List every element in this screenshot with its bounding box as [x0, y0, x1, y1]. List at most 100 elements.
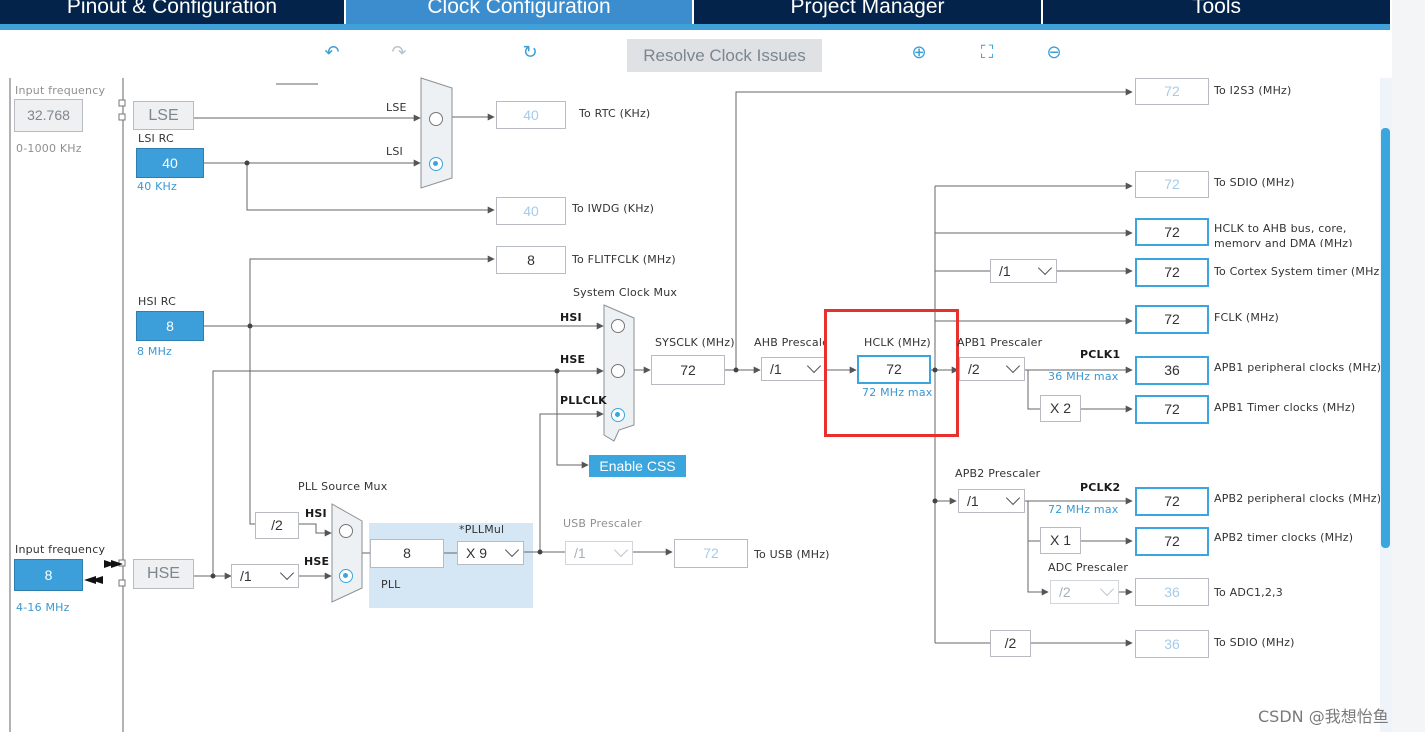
lse-box: LSE	[133, 101, 194, 130]
apb1-prescaler-label: APB1 Prescaler	[957, 336, 1043, 349]
hse-prediv-value: /1	[240, 568, 252, 584]
apb1-timer-output: 72	[1135, 395, 1209, 424]
rtc-output: 40	[496, 101, 566, 129]
sysclk-mux-hsi-radio[interactable]	[611, 319, 625, 333]
undo-icon[interactable]: ↶	[324, 42, 340, 63]
fclk-output-label: FCLK (MHz)	[1214, 311, 1279, 324]
hclk-ahb-output-label: HCLK to AHB bus, core, memory and DMA (M…	[1214, 222, 1353, 247]
chevron-down-icon	[1005, 358, 1021, 374]
pll-src-hse-label: HSE	[304, 555, 330, 568]
scrollbar-thumb[interactable]	[1381, 128, 1390, 548]
tab-project-manager[interactable]: Project Manager	[790, 0, 945, 18]
pllmul-select[interactable]: X 9	[457, 541, 524, 565]
sysclk-mux-hse-radio[interactable]	[611, 364, 625, 378]
i2s3-output-label: To I2S3 (MHz)	[1214, 84, 1292, 97]
flitf-output: 8	[496, 246, 566, 274]
hse-input-frequency[interactable]: 8	[14, 559, 83, 591]
pll-src-hsi-radio[interactable]	[339, 524, 353, 538]
adc-output: 36	[1135, 578, 1209, 606]
cortex-output: 72	[1135, 258, 1209, 287]
pll-hsi-div: /2	[255, 512, 299, 539]
adc-prescaler-select[interactable]: /2	[1050, 580, 1119, 604]
chevron-down-icon	[613, 542, 629, 558]
tab-divider	[692, 0, 694, 24]
fclk-output: 72	[1135, 305, 1209, 334]
hclk-label: HCLK (MHz)	[864, 336, 931, 349]
pll-src-hse-radio[interactable]	[339, 569, 353, 583]
fit-screen-icon[interactable]: ⛶	[980, 42, 994, 63]
tab-divider	[1041, 0, 1043, 24]
apb1-periph-output-label: APB1 peripheral clocks (MHz)	[1214, 361, 1382, 374]
chevron-down-icon	[504, 542, 520, 558]
apb1-periph-output: 36	[1135, 356, 1209, 385]
apb1-timer-output-label: APB1 Timer clocks (MHz)	[1214, 401, 1356, 414]
pllmul-label: *PLLMul	[459, 523, 505, 536]
hclk-ahb-output: 72	[1135, 218, 1209, 246]
rtc-mux-lse-radio[interactable]	[429, 112, 443, 126]
ahb-prescaler-select[interactable]: /1	[761, 357, 826, 381]
sysclk-mux-title: System Clock Mux	[573, 286, 678, 299]
ahb-prescaler-label: AHB Prescaler	[754, 336, 826, 349]
apb1-prescaler-value: /2	[968, 361, 980, 377]
resolve-clock-issues-button[interactable]: Resolve Clock Issues	[627, 39, 822, 72]
hse-range: 4-16 MHz	[16, 601, 70, 614]
rtc-mux-lsi-radio[interactable]	[429, 157, 443, 171]
sysclk-mux-pllclk-radio[interactable]	[611, 408, 625, 422]
apb2-prescaler-select[interactable]: /1	[958, 489, 1025, 513]
tab-tools[interactable]: Tools	[1191, 0, 1242, 18]
usb-prescaler-value: /1	[574, 545, 586, 561]
redo-icon[interactable]: ↷	[391, 42, 407, 63]
adc-output-label: To ADC1,2,3	[1214, 586, 1283, 599]
pclk1-label: PCLK1	[1080, 348, 1121, 361]
ahb-prescaler-value: /1	[770, 361, 782, 377]
apb1-prescaler-select[interactable]: /2	[959, 357, 1025, 381]
pll-source-mux-title: PLL Source Mux	[298, 480, 388, 493]
lse-input-label: Input frequency	[15, 84, 106, 97]
apb1-timer-mult: X 2	[1040, 395, 1081, 422]
adc-prescaler-value: /2	[1059, 584, 1071, 600]
pll-input: 8	[370, 539, 444, 568]
flitf-output-label: To FLITFCLK (MHz)	[572, 253, 676, 266]
hclk-input[interactable]: 72	[857, 355, 931, 384]
cortex-divider-select[interactable]: /1	[990, 259, 1057, 283]
refresh-icon[interactable]: ↻	[522, 42, 538, 63]
lse-input-frequency[interactable]: 32.768	[14, 99, 83, 132]
pllmul-value: X 9	[466, 545, 488, 561]
sysclk-mux-hsi-label: HSI	[560, 311, 582, 324]
hsi-value: 8	[136, 311, 204, 341]
lsi-value: 40	[136, 148, 204, 178]
rtc-mux-lsi-label: LSI	[386, 145, 403, 158]
tab-bar: Pinout & Configuration Clock Configurati…	[0, 0, 1390, 24]
usb-prescaler-select[interactable]: /1	[565, 541, 633, 565]
sysclk-value: 72	[651, 355, 725, 385]
enable-css-button[interactable]: Enable CSS	[589, 455, 686, 477]
watermark: CSDN @我想怡鱼	[1258, 707, 1389, 726]
pclk2-label: PCLK2	[1080, 481, 1121, 494]
chevron-down-icon	[806, 358, 822, 374]
iwdg-output-label: To IWDG (KHz)	[572, 202, 655, 215]
i2s3-output: 72	[1135, 78, 1209, 105]
hsi-title: HSI RC	[138, 295, 176, 308]
sdio-bottom-output: 36	[1135, 630, 1209, 658]
hse-prediv-select[interactable]: /1	[231, 564, 299, 588]
apb2-timer-mult: X 1	[1040, 527, 1081, 554]
cortex-divider-value: /1	[999, 263, 1011, 279]
zoom-out-icon[interactable]: ⊖	[1046, 42, 1062, 63]
tab-clock-configuration[interactable]: Clock Configuration	[346, 0, 692, 24]
iwdg-output: 40	[496, 197, 566, 225]
chevron-down-icon	[279, 565, 295, 581]
tab-pinout[interactable]: Pinout & Configuration	[66, 0, 278, 18]
lsi-unit: 40 KHz	[137, 180, 177, 193]
chevron-down-icon	[1037, 260, 1053, 276]
sdio-top-output-label: To SDIO (MHz)	[1214, 176, 1295, 189]
zoom-in-icon[interactable]: ⊕	[911, 42, 927, 63]
lsi-title: LSI RC	[138, 132, 174, 145]
adc-prescaler-label: ADC Prescaler	[1048, 561, 1129, 574]
apb2-periph-output-label: APB2 peripheral clocks (MHz)	[1214, 492, 1382, 505]
hsi-unit: 8 MHz	[137, 345, 173, 358]
sysclk-mux-hse-label: HSE	[560, 353, 586, 366]
sdio-divider: /2	[990, 630, 1031, 657]
cortex-output-label: To Cortex System timer (MHz)	[1214, 265, 1385, 278]
sysclk-label: SYSCLK (MHz)	[655, 336, 735, 349]
rtc-mux-lse-label: LSE	[386, 101, 407, 114]
